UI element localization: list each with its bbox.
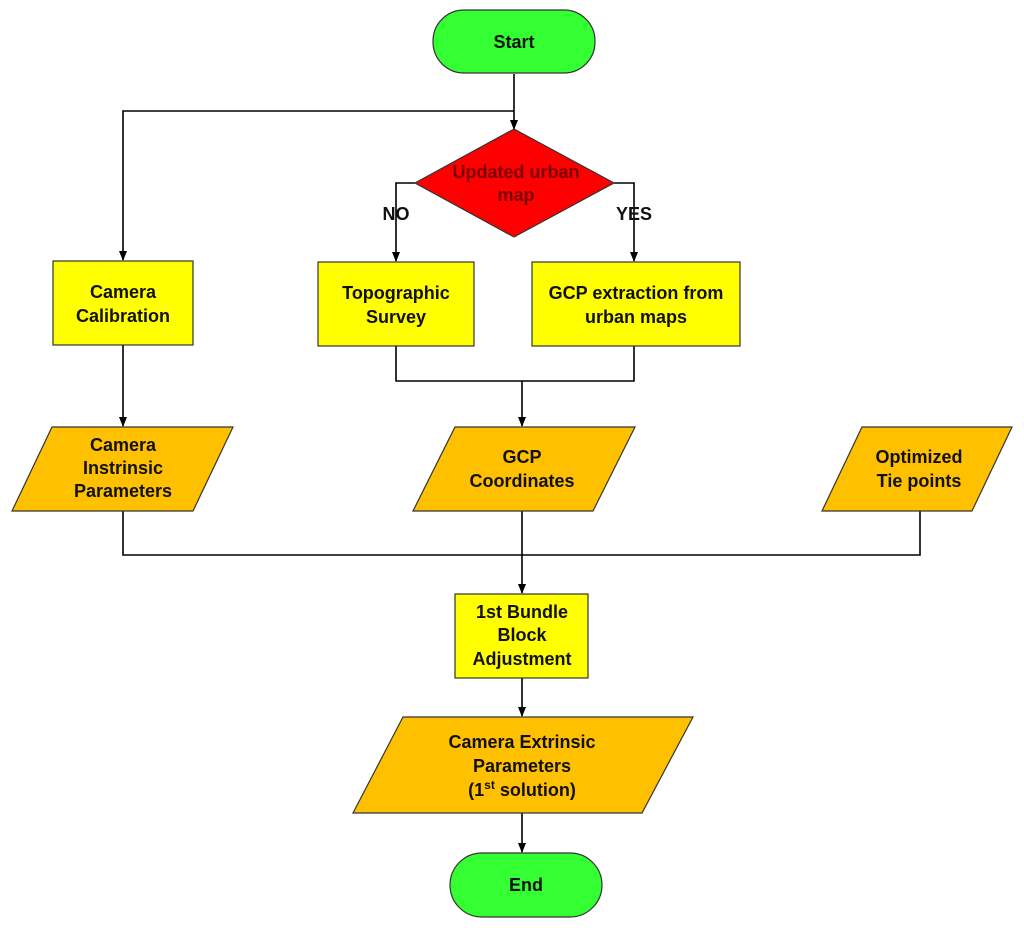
camera-intrinsic-line3: Parameters [74,481,172,501]
tie-points-line2: Tie points [877,471,962,491]
gcp-extraction-line2: urban maps [585,307,687,327]
camera-extrinsic-line3-open: (1 [468,780,484,800]
camera-intrinsic-line2: Instrinsic [83,458,163,478]
start-terminal: Start [432,9,596,74]
decision-label-line1: Updated urban [452,162,579,182]
camera-intrinsic-line1: Camera [90,435,157,455]
edge-split-to-camera-calibration [119,110,514,261]
camera-extrinsic-line3-close: solution) [495,780,576,800]
data-camera-extrinsic: Camera Extrinsic Parameters (1st solutio… [352,716,694,814]
edge-decision-yes [614,182,638,262]
end-shape [449,852,603,918]
process-topographic-survey: Topographic Survey [317,261,475,347]
bundle-adjustment-shape [454,593,589,679]
bundle-adjustment-line2: Block [497,625,547,645]
camera-extrinsic-line1: Camera Extrinsic [448,732,595,752]
camera-extrinsic-line3-sup: st [484,778,495,792]
data-camera-intrinsic: Camera Instrinsic Parameters [11,426,234,512]
bundle-adjustment-line3: Adjustment [473,649,572,669]
tie-points-line1: Optimized [875,447,962,467]
start-label: Start [493,32,534,52]
process-camera-calibration: Camera Calibration [52,260,194,346]
tie-points-shape [821,426,1013,512]
data-gcp-coordinates: GCP Coordinates [412,426,636,512]
decision-shape [413,128,616,238]
topographic-survey-line2: Survey [366,307,426,327]
gcp-coordinates-line1: GCP [502,447,541,467]
gcp-coordinates-shape [412,426,636,512]
edge-decision-no [392,182,415,262]
camera-extrinsic-line3: (1st solution) [468,778,576,800]
camera-extrinsic-line2: Parameters [473,756,571,776]
camera-calibration-line2: Calibration [76,306,170,326]
camera-calibration-line1: Camera [90,282,157,302]
decision-updated-urban-map: Updated urban map [413,128,616,238]
topographic-survey-line1: Topographic [342,283,450,303]
start-shape [432,9,596,74]
edge-merge-survey-extraction [395,346,635,382]
gcp-extraction-shape [531,261,741,347]
edge-label-no: NO [383,204,410,224]
end-label: End [509,875,543,895]
decision-label-line2: map [497,185,534,205]
connectors [119,74,921,853]
camera-extrinsic-shape [352,716,694,814]
end-terminal: End [449,852,603,918]
gcp-coordinates-line2: Coordinates [469,471,574,491]
edge-label-yes: YES [616,204,652,224]
process-bundle-adjustment: 1st Bundle Block Adjustment [454,593,589,679]
data-tie-points: Optimized Tie points [821,426,1013,512]
process-gcp-extraction: GCP extraction from urban maps [531,261,741,347]
topographic-survey-shape [317,261,475,347]
camera-intrinsic-shape [11,426,234,512]
bundle-adjustment-line1: 1st Bundle [476,602,568,622]
gcp-extraction-line1: GCP extraction from [549,283,724,303]
camera-calibration-shape [52,260,194,346]
